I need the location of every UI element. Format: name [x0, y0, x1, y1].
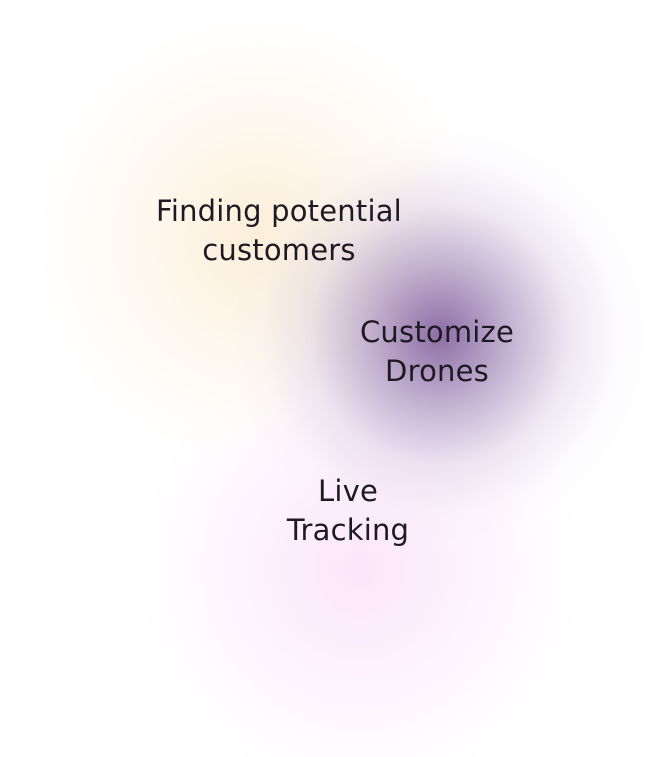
live-tracking-line1: Live	[317, 474, 379, 508]
finding-customers-line2: customers	[202, 233, 356, 267]
live-tracking-label: Live Tracking	[258, 472, 438, 550]
customize-drones-line2: Drones	[385, 354, 489, 388]
customize-drones-label: Customize Drones	[337, 313, 537, 391]
live-tracking-line2: Tracking	[286, 513, 410, 547]
live-tracking-glow	[140, 350, 580, 757]
finding-customers-label: Finding potential customers	[149, 192, 409, 270]
customize-drones-line1: Customize	[359, 315, 515, 349]
finding-customers-line1: Finding potential	[156, 194, 402, 228]
